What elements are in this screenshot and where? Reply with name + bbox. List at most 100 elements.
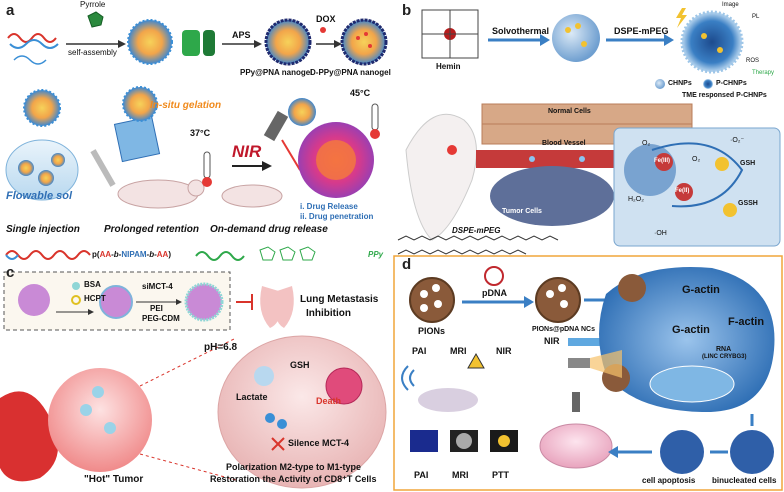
cell-d <box>599 267 775 413</box>
hydrogel-cube <box>113 115 161 163</box>
nanogel-3 <box>340 18 388 66</box>
lung-label-2: Inhibition <box>306 308 351 319</box>
final-nanoparticle <box>184 282 224 322</box>
thermometer-37 <box>203 151 211 179</box>
pyrrole-icon <box>87 11 104 28</box>
ppy-pna-label: PPy@PNA nanogel <box>240 68 313 77</box>
microscope-icon <box>572 392 580 412</box>
panel-b: b Hemin Solvothermal DSPE-mPEG Image PL … <box>392 0 784 268</box>
bsa-label: BSA <box>84 280 101 289</box>
pei-label: PEI <box>150 304 163 313</box>
simct4-label: siMCT-4 <box>142 282 173 291</box>
silence-label: Silence MCT-4 <box>288 438 350 448</box>
legend-nipam: NIPAM <box>121 250 147 259</box>
binucleated-cell <box>730 430 774 474</box>
hemin-label: Hemin <box>436 62 461 71</box>
prolonged-retention-label: Prolonged retention <box>104 224 199 235</box>
drug-release-label: i. Drug Release <box>300 202 358 211</box>
panel-letter-c: c <box>6 268 15 281</box>
panel-letter-d: d <box>402 256 412 273</box>
mouse-body <box>117 179 199 209</box>
gsh-label: GSH <box>740 160 756 167</box>
lung-label-1: Lung Metastasis <box>300 294 379 305</box>
nir-bar <box>568 338 608 346</box>
gssh-label: GSSH <box>738 200 758 207</box>
blood-vessel-label: Blood Vessel <box>542 140 586 147</box>
legend-b-2: -b- <box>146 250 157 259</box>
g-actin-2: G-actin <box>672 324 710 336</box>
legend-copolymer-line <box>5 250 91 260</box>
mouse-b <box>405 113 477 241</box>
bsa-sphere <box>18 284 50 316</box>
o2-label: O₂ <box>692 156 701 163</box>
pions-pdna-particle <box>535 277 581 323</box>
chnp-particle <box>552 14 600 62</box>
fe2-label: Fe(II) <box>675 188 690 194</box>
nanogel-inset <box>23 89 61 127</box>
petri-dish <box>539 423 613 469</box>
nucleus-c <box>325 367 363 405</box>
fe2-node <box>675 183 693 201</box>
tme-label: TME responsed P-CHNPs <box>682 92 767 99</box>
self-assembly-label: self-assembly <box>68 48 117 57</box>
panel-d-graphics <box>393 255 783 491</box>
h2o2-label: H₂O₂ <box>628 196 644 203</box>
legend-aa-2: AA <box>156 250 169 259</box>
ppy-block <box>182 30 200 56</box>
solvothermal-label: Solvothermal <box>492 26 550 36</box>
fe3-label: Fe(III) <box>654 158 670 164</box>
legend-b-1: -b- <box>111 250 122 259</box>
ptt-label: PTT <box>492 470 509 480</box>
hot-tumor-label: "Hot" Tumor <box>84 474 144 485</box>
lightning-icon <box>676 8 687 28</box>
ph-label: pH=6.8 <box>204 342 238 353</box>
blood-vessel-c <box>0 391 58 482</box>
laser-icon <box>263 110 289 142</box>
mri-label-2: MRI <box>452 470 469 480</box>
apoptosis-cell <box>660 430 704 474</box>
legend-ppy-line <box>195 251 245 261</box>
nanogel-1 <box>127 19 173 65</box>
lactate-label: Lactate <box>236 392 268 402</box>
laser-d <box>568 358 590 368</box>
pai-label: PAI <box>412 346 427 356</box>
dspe-mpeg-structure <box>397 235 559 241</box>
oh-label: ·OH <box>654 230 667 237</box>
apoptosis-label: cell apoptosis <box>642 476 696 485</box>
o2b-label: O₂ <box>642 140 651 147</box>
rna-label: RNA <box>716 346 732 353</box>
warning-icon <box>467 352 485 369</box>
dox-label: DOX <box>316 14 336 24</box>
legend-ppy-label: PPy <box>368 250 384 259</box>
pions-particle <box>409 277 455 323</box>
legend-suffix: ) <box>168 250 171 259</box>
syringe-icon <box>90 149 116 187</box>
chnps-label: CHNPs <box>668 80 692 87</box>
panel-c: c BSA HCPT siMCT-4 PEI PEG-CDM Lung Meta… <box>0 268 392 492</box>
nir-label: NIR <box>232 142 262 161</box>
on-demand-label: On-demand drug release <box>210 224 328 235</box>
p-chnp-particle <box>680 10 744 74</box>
p-chnps-label: P-CHNPs <box>716 80 747 87</box>
gsh-label-c: GSH <box>290 360 310 370</box>
aps-label: APS <box>232 30 251 40</box>
nucleus-d <box>649 365 735 403</box>
legend-copolymer-label: p(AA-b-NIPAM-b-AA) <box>92 250 171 259</box>
f-actin: F-actin <box>728 316 765 328</box>
pyrrole-label: Pyrrole <box>80 0 106 9</box>
p-chnps-legend-dot <box>703 79 713 89</box>
tumor-cells-label: Tumor Cells <box>502 208 542 215</box>
temp-45-label: 45°C <box>350 88 371 98</box>
drug-penetration-label: ii. Drug penetration <box>300 212 374 221</box>
dspe-structure-label: DSPE-mPEG <box>452 226 501 235</box>
pions-label: PIONs <box>418 326 446 336</box>
panel-b-graphics <box>397 8 781 255</box>
hcpt-loaded <box>99 285 133 319</box>
hcpt-label: HCPT <box>84 294 106 303</box>
nanogel-top <box>122 86 158 122</box>
panel-a: a Pyrrole self-assembly APS DOX PPy@PNA … <box>0 0 392 268</box>
nanogel-2 <box>264 18 312 66</box>
d-ppy-pna-label: D-PPy@PNA nanogel <box>310 68 391 77</box>
thermometer-45 <box>371 103 379 131</box>
panel-letter-b: b <box>402 2 412 19</box>
